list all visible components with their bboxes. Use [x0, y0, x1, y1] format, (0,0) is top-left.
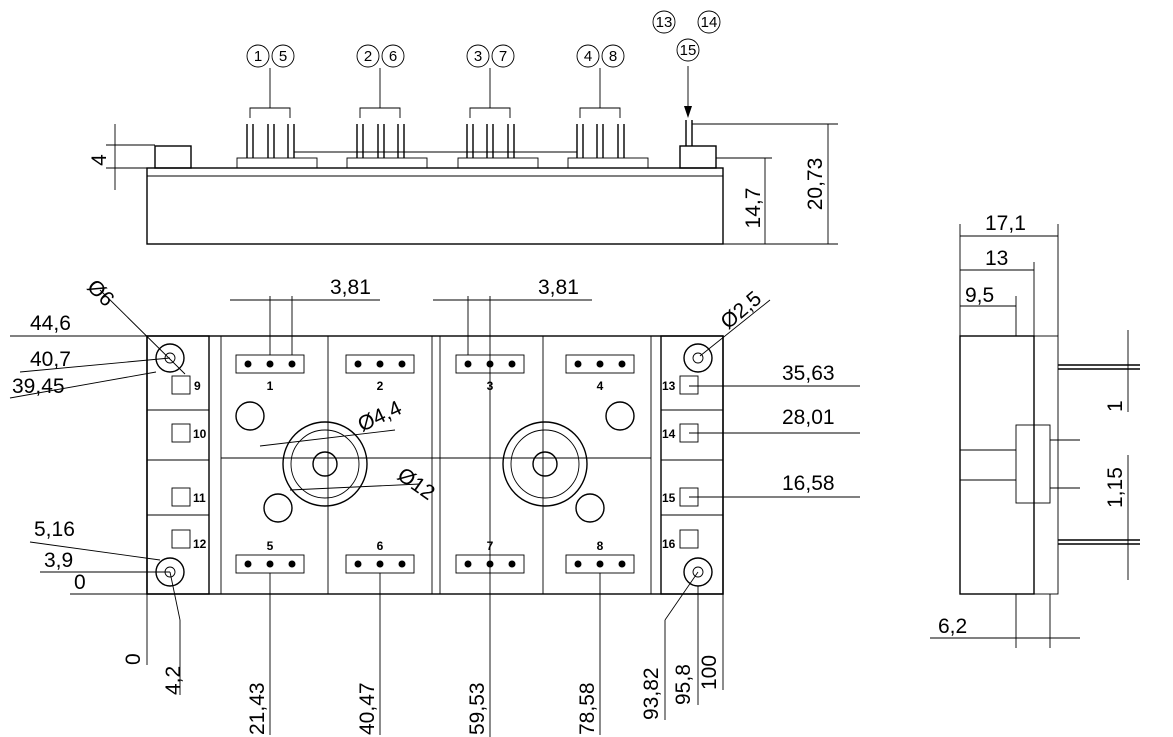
dim-1: 1 [1104, 400, 1127, 412]
callout-2: 2 [364, 48, 372, 65]
pin-group-1 [236, 124, 318, 169]
side-label-12: 12 [193, 537, 207, 551]
dim-y-16-58: 16,58 [782, 472, 835, 495]
dim-phi4-4: Ø4,4 [354, 396, 405, 436]
callout-7: 7 [499, 48, 507, 65]
cell-label-7: 7 [487, 539, 494, 553]
side-label-15: 15 [662, 491, 676, 505]
end-view-dimensions: 17,1 13 9,5 6,2 1 1,15 [930, 212, 1129, 648]
callout-13: 13 [656, 14, 673, 31]
plan-view [146, 296, 724, 737]
side-label-16: 16 [662, 537, 676, 551]
pin-group-3 [457, 124, 539, 169]
side-label-10: 10 [193, 427, 207, 441]
pin-group-2 [346, 124, 428, 169]
dim-phi6: Ø6 [82, 275, 118, 311]
dim-y-5-16: 5,16 [34, 518, 75, 541]
callout-1: 1 [254, 48, 262, 65]
cell-label-6: 6 [377, 539, 384, 553]
circled-pin-callouts: 1 5 2 6 3 7 4 8 13 14 15 [246, 10, 721, 68]
plan-dimensions: 3,81 3,81 Ø6 Ø2,5 Ø4,4 Ø12 44,6 40,7 39,… [9, 275, 860, 735]
dim-y-0: 0 [74, 571, 86, 594]
dim-1-15: 1,15 [1104, 467, 1127, 508]
pin-group-4 [567, 124, 649, 169]
dim-3-81-a: 3,81 [330, 276, 371, 299]
dim-x-0: 0 [122, 653, 145, 665]
side-elevation-view [146, 66, 724, 245]
elevation-dimensions: 4 14,7 20,73 [88, 123, 838, 245]
side-label-14: 14 [662, 427, 676, 441]
dim-6-2: 6,2 [938, 615, 967, 638]
cell-label-3: 3 [487, 379, 494, 393]
callout-6: 6 [389, 48, 397, 65]
dim-x-78-58: 78,58 [576, 682, 599, 735]
callout-8: 8 [609, 48, 617, 65]
dim-y-35-63: 35,63 [782, 362, 835, 385]
dim-x-93-82: 93,82 [640, 667, 663, 720]
side-label-9: 9 [194, 379, 201, 393]
dim-y-39-45: 39,45 [12, 375, 65, 398]
cell-label-5: 5 [267, 539, 274, 553]
dim-y-3-9: 3,9 [44, 549, 73, 572]
dim-x-40-47: 40,47 [356, 682, 379, 735]
dim-y-28-01: 28,01 [782, 406, 835, 429]
end-view [959, 335, 1140, 595]
dim-x-4-2: 4,2 [162, 666, 185, 695]
side-label-13: 13 [662, 379, 676, 393]
callout-14: 14 [701, 14, 718, 31]
dim-13: 13 [985, 247, 1008, 270]
cell-label-8: 8 [597, 539, 604, 553]
dim-9-5: 9,5 [965, 284, 994, 307]
dim-x-100: 100 [698, 655, 721, 690]
cell-label-1: 1 [267, 379, 274, 393]
dim-3-81-b: 3,81 [538, 276, 579, 299]
side-label-11: 11 [193, 491, 206, 505]
callout-4: 4 [584, 48, 592, 65]
dim-x-95-8: 95,8 [672, 664, 695, 705]
cell-label-2: 2 [377, 379, 384, 393]
callout-5: 5 [279, 48, 287, 65]
dim-14-7: 14,7 [742, 188, 765, 229]
dim-x-59-53: 59,53 [466, 682, 489, 735]
dim-20-73: 20,73 [804, 158, 827, 211]
dim-x-21-43: 21,43 [246, 682, 269, 735]
dim-phi2-5: Ø2,5 [716, 287, 766, 334]
callout-3: 3 [474, 48, 482, 65]
cell-labels: 1 2 3 4 5 6 7 8 9 10 11 12 13 14 15 16 [193, 379, 676, 553]
callout-15: 15 [680, 42, 697, 59]
dim-17-1: 17,1 [985, 212, 1026, 235]
dim-y-44-6: 44,6 [30, 312, 71, 335]
dim-y-40-7: 40,7 [30, 348, 71, 371]
dim-4: 4 [88, 154, 111, 166]
cell-label-4: 4 [597, 379, 604, 393]
